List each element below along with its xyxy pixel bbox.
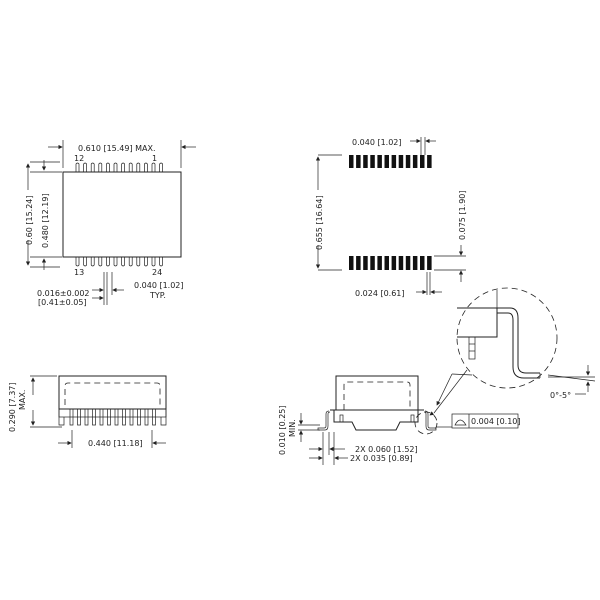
standoff-label: 0.010 [0.25] <box>278 406 287 456</box>
end-view: 0.010 [0.25] MIN. 2X 0.060 [1.52] 2X 0.0… <box>278 369 521 465</box>
pad <box>349 155 354 168</box>
pad <box>391 256 397 270</box>
pin-1-label: 1 <box>152 154 157 163</box>
bottom-pins <box>75 257 163 267</box>
standoff-min-label: MIN. <box>288 419 297 437</box>
lead <box>151 162 156 172</box>
pad <box>384 256 389 270</box>
lead <box>121 162 125 172</box>
pitch-label: 0.040 [1.02] <box>134 281 184 290</box>
lead <box>113 257 118 267</box>
lead <box>159 162 163 172</box>
lead <box>144 409 149 426</box>
height-max-label: MAX. <box>18 390 27 410</box>
pad <box>427 256 432 270</box>
dim-a-label: 2X 0.060 [1.52] <box>355 445 418 454</box>
pad <box>356 155 361 168</box>
pad <box>363 256 368 270</box>
lead <box>144 257 148 267</box>
pad <box>398 256 404 270</box>
lead <box>84 409 89 426</box>
lead <box>83 162 87 172</box>
top-view: 0.610 [15.49] MAX. 12 1 13 24 0.60 [15.2… <box>25 140 196 307</box>
lead <box>92 409 96 426</box>
pad <box>412 256 418 270</box>
lead <box>122 409 126 426</box>
side-body <box>58 375 167 410</box>
dim-b-label: 2X 0.035 [0.89] <box>350 454 413 463</box>
lead-width-mm-label: [0.41±0.05] <box>38 298 87 307</box>
pad <box>356 256 361 270</box>
pin-13-label: 13 <box>74 268 84 277</box>
side-width-label: 0.440 [11.18] <box>88 439 143 448</box>
lead <box>90 162 95 172</box>
lead <box>69 409 74 426</box>
pitch-typ-label: TYP. <box>149 291 166 300</box>
lead <box>75 162 80 172</box>
lead <box>159 257 163 267</box>
coplanarity-label: 0.004 [0.10] <box>471 417 521 426</box>
lead <box>128 257 133 267</box>
overall-length-label: 0.60 [15.24] <box>25 196 34 246</box>
lead <box>151 257 156 267</box>
pin-24-label: 24 <box>152 268 162 277</box>
lead <box>114 409 119 426</box>
pad <box>405 256 411 270</box>
pad <box>391 155 397 168</box>
lead <box>144 162 148 172</box>
pad <box>370 155 375 168</box>
pad <box>420 256 425 270</box>
footprint-view: 0.655 [16.64] 0.040 [1.02] 0.075 [1.90] … <box>315 137 467 298</box>
lead <box>99 409 104 426</box>
side-view: 0.290 [7.37] MAX. 0.440 [11.18] <box>8 375 167 448</box>
pad <box>420 155 425 168</box>
profile-surface-icon <box>454 419 467 426</box>
lead <box>129 409 134 426</box>
lead <box>77 409 81 426</box>
pad-width-label: 0.024 [0.61] <box>355 289 405 298</box>
lead <box>121 257 125 267</box>
angle-label: 0°-5° <box>550 391 571 400</box>
footprint-pitch-label: 0.040 [1.02] <box>352 138 402 147</box>
lead <box>136 162 141 172</box>
lead <box>90 257 95 267</box>
pad <box>377 256 382 270</box>
lead-width-label: 0.016±0.002 <box>37 289 90 298</box>
lead <box>137 409 141 426</box>
coplanarity-frame <box>451 413 519 429</box>
height-label: 0.290 [7.37] <box>8 383 17 433</box>
pad <box>412 155 418 168</box>
lead <box>83 257 87 267</box>
lead <box>113 162 118 172</box>
footprint-span-label: 0.655 [16.64] <box>315 195 324 250</box>
pad <box>398 155 404 168</box>
lead <box>98 162 103 172</box>
lead <box>128 162 133 172</box>
top-pins <box>75 162 163 172</box>
pad <box>370 256 375 270</box>
lead <box>152 409 156 426</box>
lead-detail: 0°-5° <box>436 287 596 406</box>
pad <box>384 155 389 168</box>
lead <box>106 162 110 172</box>
lead <box>98 257 103 267</box>
lead <box>107 409 111 426</box>
pad <box>377 155 382 168</box>
top-width-label: 0.610 [15.49] MAX. <box>78 144 156 153</box>
pad <box>349 256 354 270</box>
pad-length-label: 0.075 [1.90] <box>458 191 467 241</box>
lead <box>136 257 141 267</box>
pad <box>405 155 411 168</box>
package-body <box>62 171 182 258</box>
body-length-label: 0.480 [12.19] <box>41 193 50 248</box>
pin-12-label: 12 <box>74 154 84 163</box>
lead <box>106 257 110 267</box>
pad <box>363 155 368 168</box>
pad <box>427 155 432 168</box>
lead <box>75 257 80 267</box>
